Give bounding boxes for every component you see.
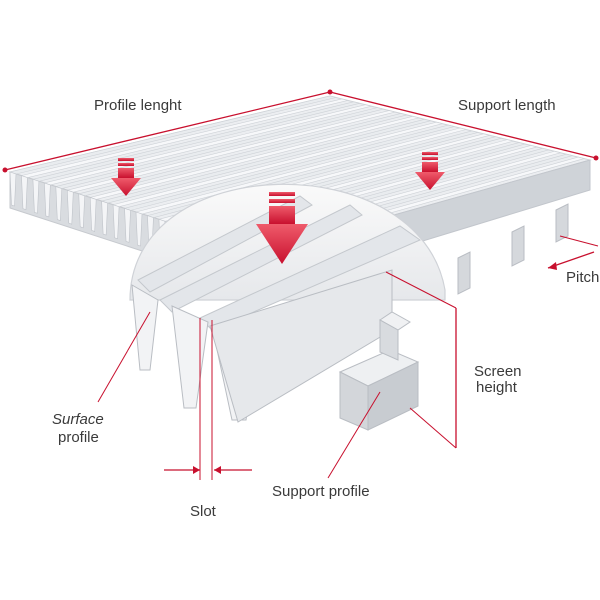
surface-profile-bar-end (9, 171, 17, 207)
dimension-lines (2, 89, 599, 480)
surface-profile-bar-end (66, 189, 74, 225)
surface-profile-label-line2: profile (58, 429, 99, 446)
surface-profile-bar-end (44, 182, 51, 218)
support-length-label: Support length (458, 97, 556, 114)
support-tab (555, 203, 569, 243)
surface-profile-bar-end (32, 178, 40, 214)
profile-length-dimension (4, 91, 331, 171)
surface-profile-bar-end (89, 197, 97, 232)
surface-profile-bar-end (101, 200, 108, 236)
surface-profile-leader (97, 311, 151, 403)
support-tab (511, 225, 525, 267)
flow-arrow-down-icon (415, 152, 445, 190)
surface-profile-bar-end (112, 204, 120, 240)
screen-height-label-line2: height (476, 379, 518, 396)
slot-label: Slot (190, 503, 217, 520)
surface-profile-label-line1: Surface (52, 411, 104, 428)
pitch-label: Pitch (566, 269, 599, 286)
magnified-bar (199, 225, 422, 331)
magnified-bar-end (131, 284, 159, 371)
support-length-dimension (329, 91, 597, 159)
surface-profile-bar-end (135, 211, 143, 247)
surface-profile-bar-end (78, 193, 86, 229)
support-tab (457, 251, 471, 295)
magnified-bar (137, 195, 313, 293)
labels: Profile lenght Support length Pitch Surf… (52, 97, 599, 520)
support-profile-leader (327, 391, 381, 479)
flow-arrows (111, 152, 445, 264)
flow-arrow-down-large-icon (256, 192, 308, 264)
surface-profile-bar-end (55, 186, 63, 221)
support-profile-tab-face (379, 319, 399, 361)
flow-arrow-down-icon (111, 158, 141, 196)
magnified-bar-end (171, 305, 209, 409)
support-profile-block-side (367, 361, 419, 431)
screen-height-label-line1: Screen (474, 363, 522, 380)
support-profile-tabs (457, 203, 569, 295)
support-profile-label: Support profile (272, 483, 370, 500)
surface-profile-bar-end (21, 175, 28, 211)
profile-length-label: Profile lenght (94, 97, 182, 114)
magnified-section (129, 183, 446, 431)
surface-profile-bar-end (124, 207, 131, 243)
